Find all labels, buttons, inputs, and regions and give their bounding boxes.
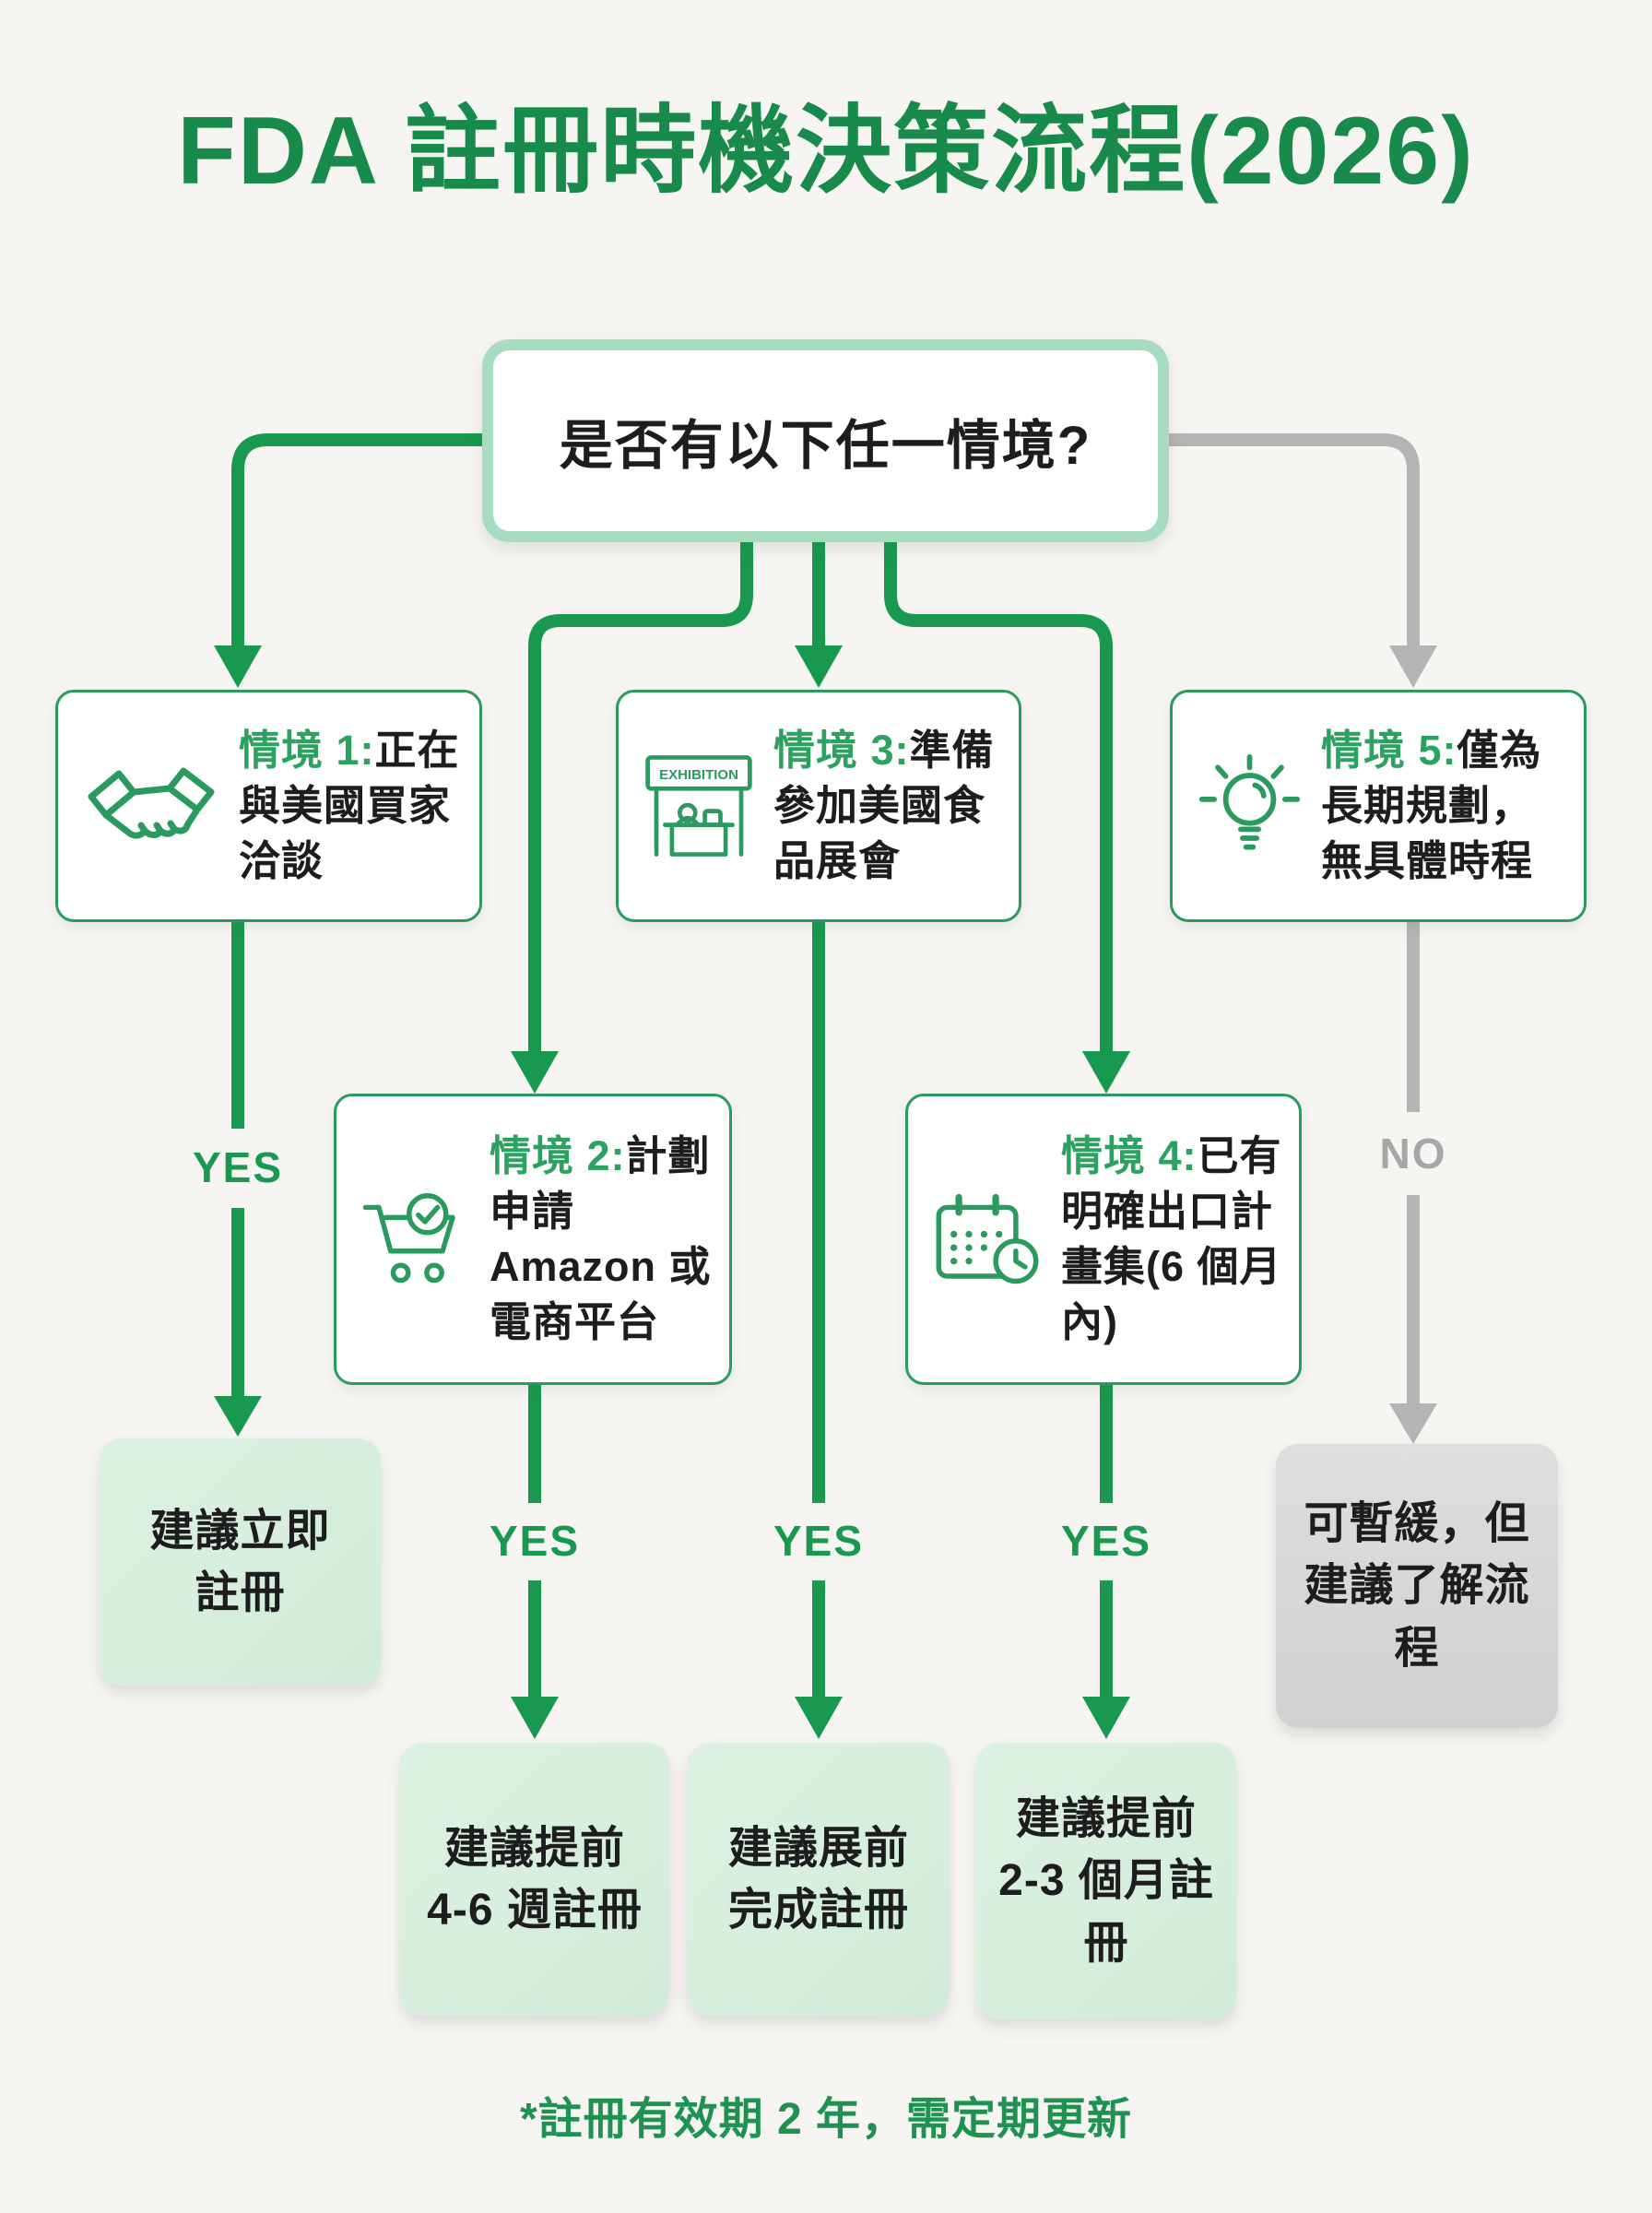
scenario-2-body: 計劃申請 Amazon 或電商平台 bbox=[490, 1132, 712, 1345]
scenario-3-body: 準備參加美國食品展會 bbox=[773, 727, 995, 884]
scenario-1-label: 情境 1: bbox=[239, 727, 375, 775]
scenario-3-box: EXHIBITION 情境 3:準備參加美國食品展會 bbox=[616, 690, 1021, 922]
outcome-can-postpone-box: 可暫緩，但建議了解流程 bbox=[1276, 1444, 1558, 1728]
page-title: FDA 註冊時機決策流程(2026) bbox=[177, 98, 1475, 205]
scenario-1-box: 情境 1:正在與美國買家洽談 bbox=[55, 690, 482, 922]
scenario-1-body: 正在與美國買家洽談 bbox=[239, 727, 460, 884]
calendar-dots bbox=[950, 1230, 1003, 1265]
outcome-register-before-show-box: 建議展前完成註冊 bbox=[688, 1743, 950, 2016]
outcome-5-text: 可暫緩，但建議了解流程 bbox=[1304, 1499, 1530, 1673]
scenario-5-body: 僅為長期規劃，無具體時程 bbox=[1321, 727, 1542, 884]
scenario-4-label: 情境 4: bbox=[1061, 1132, 1198, 1180]
scenario-2-box: 情境 2:計劃申請 Amazon 或電商平台 bbox=[334, 1094, 732, 1385]
scenario-3-text: 情境 3:準備參加美國食品展會 bbox=[773, 723, 1002, 889]
scenario-2-label: 情境 2: bbox=[490, 1132, 626, 1180]
edge-label-yes-1: YES bbox=[192, 1143, 284, 1191]
scenario-5-box: 情境 5:僅為長期規劃，無具體時程 bbox=[1170, 690, 1587, 922]
lightbulb-icon bbox=[1198, 753, 1301, 849]
calendar-clock-icon bbox=[936, 1193, 1039, 1284]
outcome-immediate-registration-box: 建議立即註冊 bbox=[100, 1438, 381, 1686]
edge-label-yes-3: YES bbox=[773, 1517, 865, 1565]
outcome-2-text: 建議提前 4-6 週註冊 bbox=[427, 1823, 643, 1935]
edge-label-no: NO bbox=[1379, 1130, 1447, 1178]
scenario-3-label: 情境 3: bbox=[773, 727, 910, 775]
root-question-box: 是否有以下任一情境? bbox=[482, 339, 1169, 542]
scenario-4-text: 情境 4:已有明確出口計畫集(6 個月內) bbox=[1061, 1129, 1282, 1349]
scenario-5-text: 情境 5:僅為長期規劃，無具體時程 bbox=[1321, 723, 1567, 889]
scenario-4-box: 情境 4:已有明確出口計畫集(6 個月內) bbox=[905, 1094, 1302, 1385]
outcome-register-4-6-weeks-box: 建議提前 4-6 週註冊 bbox=[400, 1743, 669, 2016]
scenario-2-text: 情境 2:計劃申請 Amazon 或電商平台 bbox=[490, 1129, 713, 1349]
root-question-text: 是否有以下任一情境? bbox=[559, 416, 1092, 476]
edge-label-yes-2: YES bbox=[489, 1517, 581, 1565]
cart-check-icon bbox=[362, 1193, 455, 1284]
exhibition-booth-icon: EXHIBITION bbox=[645, 755, 752, 857]
outcome-4-text: 建議提前 2-3 個月註冊 bbox=[998, 1794, 1214, 1968]
footnote: *註冊有效期 2 年，需定期更新 bbox=[519, 2095, 1133, 2144]
outcome-3-text: 建議展前完成註冊 bbox=[727, 1823, 909, 1935]
edge-label-yes-4: YES bbox=[1060, 1517, 1152, 1565]
exhibition-sign-text: EXHIBITION bbox=[659, 767, 738, 783]
scenario-5-label: 情境 5: bbox=[1321, 727, 1457, 775]
outcome-register-2-3-months-box: 建議提前 2-3 個月註冊 bbox=[976, 1743, 1236, 2019]
scenario-1-text: 情境 1:正在與美國買家洽談 bbox=[239, 723, 463, 889]
handshake-icon bbox=[88, 767, 215, 839]
outcome-1-text: 建議立即註冊 bbox=[149, 1506, 331, 1617]
scenario-4-body: 已有明確出口計畫集(6 個月內) bbox=[1061, 1132, 1282, 1345]
